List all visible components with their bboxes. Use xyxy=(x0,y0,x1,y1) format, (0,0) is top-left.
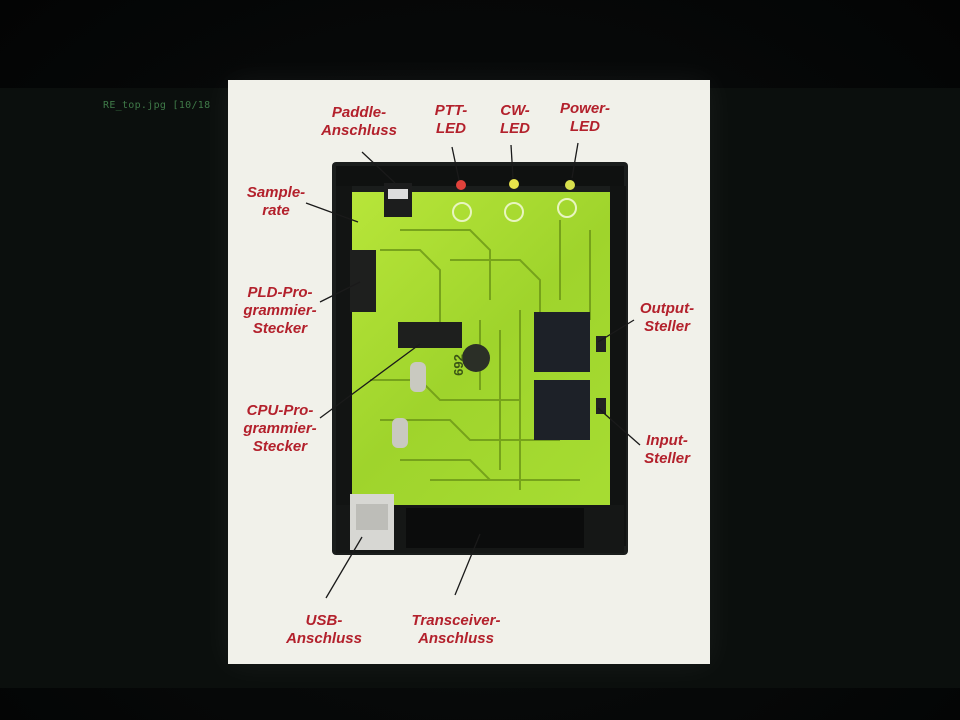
label-line: Stecker xyxy=(252,438,308,455)
label-line: Transceiver- xyxy=(411,612,501,629)
label-ptt-led: PTT- LED xyxy=(424,102,478,138)
label-line: PTT- xyxy=(434,102,468,119)
label-line: USB- xyxy=(305,612,343,629)
board-marking-text: 692 xyxy=(450,354,466,376)
label-paddle-anschluss: Paddle- Anschluss xyxy=(307,104,411,140)
label-pld-programmier-stecker: PLD-Pro- grammier- Stecker xyxy=(238,284,322,338)
label-line: Steller xyxy=(644,450,690,467)
label-samplerate: Sample- rate xyxy=(238,184,314,220)
label-line: Input- xyxy=(646,432,688,449)
label-cpu-programmier-stecker: CPU-Pro- grammier- Stecker xyxy=(238,402,322,456)
label-line: Steller xyxy=(644,318,690,335)
label-power-led: Power- LED xyxy=(552,100,618,136)
label-line: grammier- xyxy=(243,420,317,437)
label-line: Anschluss xyxy=(286,630,362,647)
label-line: Power- xyxy=(559,100,610,117)
label-line: Output- xyxy=(639,300,695,317)
label-line: Anschluss xyxy=(321,122,397,139)
label-cw-led: CW- LED xyxy=(490,102,540,138)
label-line: rate xyxy=(262,202,290,219)
label-input-steller: Input- Steller xyxy=(636,432,698,468)
label-line: LED xyxy=(570,118,600,135)
label-line: Sample- xyxy=(246,184,306,201)
label-line: CPU-Pro- xyxy=(246,402,314,419)
label-line: Paddle- xyxy=(331,104,387,121)
label-line: CW- xyxy=(500,102,530,119)
label-line: grammier- xyxy=(243,302,317,319)
label-transceiver-anschluss: Transceiver- Anschluss xyxy=(400,612,512,648)
image-viewer-filename-caption: RE_top.jpg [10/18 xyxy=(103,100,211,111)
label-line: Stecker xyxy=(252,320,308,337)
label-line: PLD-Pro- xyxy=(247,284,313,301)
label-line: LED xyxy=(436,120,466,137)
label-line: LED xyxy=(500,120,530,137)
label-output-steller: Output- Steller xyxy=(632,300,702,336)
label-line: Anschluss xyxy=(418,630,494,647)
label-usb-anschluss: USB- Anschluss xyxy=(278,612,370,648)
